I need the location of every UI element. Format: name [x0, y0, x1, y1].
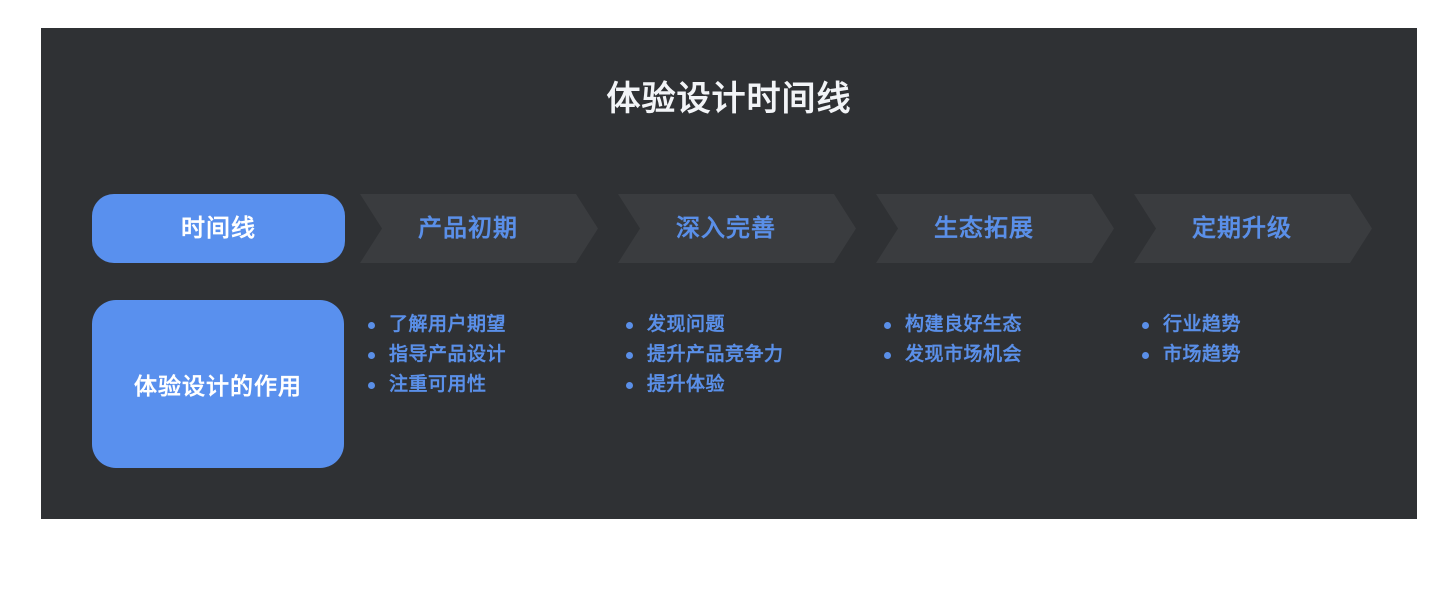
bullet-item: 构建良好生态 — [884, 310, 1120, 340]
bullet-text: 市场趋势 — [1163, 344, 1242, 365]
bullet-item: 提升体验 — [626, 370, 862, 400]
stage-chevron-3: 生态拓展 — [876, 194, 1114, 263]
bullet-dot-icon — [368, 381, 375, 389]
stage-chevron-1: 产品初期 — [360, 194, 598, 263]
bullet-text: 了解用户期望 — [389, 314, 507, 335]
bullet-list-stage-1: 了解用户期望 指导产品设计 注重可用性 — [368, 310, 604, 400]
bullet-dot-icon — [626, 381, 633, 389]
bullet-text: 注重可用性 — [389, 374, 487, 395]
bullet-dot-icon — [368, 351, 375, 359]
bullet-text: 构建良好生态 — [905, 314, 1023, 335]
bullet-text: 提升体验 — [647, 374, 726, 395]
stage-chevron-2: 深入完善 — [618, 194, 856, 263]
timeline-row: 时间线 产品初期 深入完善 生态拓展 定期升级 — [41, 194, 1417, 263]
bullet-text: 发现问题 — [647, 314, 726, 335]
bullet-item: 发现市场机会 — [884, 340, 1120, 370]
bullet-dot-icon — [626, 351, 633, 359]
bullet-list-stage-4: 行业趋势 市场趋势 — [1142, 310, 1378, 370]
bullet-text: 行业趋势 — [1163, 314, 1242, 335]
bullet-item: 了解用户期望 — [368, 310, 604, 340]
role-box-label: 体验设计的作用 — [134, 373, 302, 399]
slide-canvas: 体验设计时间线 时间线 产品初期 深入完善 生态拓展 定期升级 体验设计的作用 … — [41, 28, 1417, 519]
bullet-dot-icon — [1142, 321, 1149, 329]
role-box: 体验设计的作用 — [92, 300, 344, 468]
bullet-item: 提升产品竞争力 — [626, 340, 862, 370]
bullet-item: 发现问题 — [626, 310, 862, 340]
bullet-item: 市场趋势 — [1142, 340, 1378, 370]
bullet-text: 提升产品竞争力 — [647, 344, 784, 365]
bullet-dot-icon — [884, 351, 891, 359]
bullet-dot-icon — [1142, 351, 1149, 359]
bullet-dot-icon — [368, 321, 375, 329]
page-title: 体验设计时间线 — [606, 80, 852, 118]
bullet-item: 指导产品设计 — [368, 340, 604, 370]
bullet-list-stage-3: 构建良好生态 发现市场机会 — [884, 310, 1120, 370]
bullet-list-stage-2: 发现问题 提升产品竞争力 提升体验 — [626, 310, 862, 400]
timeline-badge: 时间线 — [92, 194, 345, 263]
bullet-item: 行业趋势 — [1142, 310, 1378, 340]
bullet-dot-icon — [626, 321, 633, 329]
bullet-text: 发现市场机会 — [905, 344, 1023, 365]
bullet-text: 指导产品设计 — [389, 344, 507, 365]
bullet-item: 注重可用性 — [368, 370, 604, 400]
stage-chevron-4: 定期升级 — [1134, 194, 1372, 263]
bullet-dot-icon — [884, 321, 891, 329]
